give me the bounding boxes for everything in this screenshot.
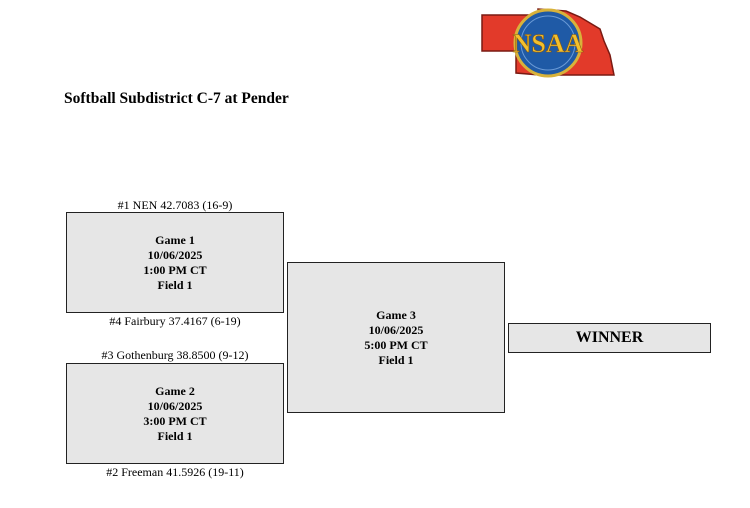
page-title: Softball Subdistrict C-7 at Pender — [64, 90, 289, 107]
logo-circle-inner — [520, 15, 576, 71]
game-2-name: Game 2 — [155, 383, 195, 398]
winner-box: WINNER — [508, 323, 711, 353]
game-3-time: 5:00 PM CT — [364, 337, 428, 352]
game-3-date: 10/06/2025 — [368, 322, 424, 337]
game-2-time: 3:00 PM CT — [143, 413, 207, 428]
winner-label: WINNER — [575, 329, 644, 346]
logo-text: NSAA — [513, 29, 584, 58]
game-1-box: Game 1 10/06/2025 1:00 PM CT Field 1 — [66, 212, 284, 313]
nsaa-logo: NSAA — [481, 8, 615, 78]
game-1-name: Game 1 — [155, 232, 195, 247]
game-3-box: Game 3 10/06/2025 5:00 PM CT Field 1 — [287, 262, 505, 413]
game-1-field: Field 1 — [157, 277, 193, 292]
game-3-name: Game 3 — [376, 307, 416, 322]
team-seed-3: #3 Gothenburg 38.8500 (9-12) — [101, 348, 249, 362]
game-2-date: 10/06/2025 — [147, 398, 203, 413]
logo-circle — [513, 8, 583, 78]
game-3-field: Field 1 — [378, 352, 414, 367]
team-seed-1: #1 NEN 42.7083 (16-9) — [117, 198, 233, 212]
game-1-time: 1:00 PM CT — [143, 262, 207, 277]
team-seed-2: #2 Freeman 41.5926 (19-11) — [106, 465, 244, 479]
game-2-box: Game 2 10/06/2025 3:00 PM CT Field 1 — [66, 363, 284, 464]
game-2-field: Field 1 — [157, 428, 193, 443]
team-seed-4: #4 Fairbury 37.4167 (6-19) — [109, 314, 241, 328]
game-1-date: 10/06/2025 — [147, 247, 203, 262]
